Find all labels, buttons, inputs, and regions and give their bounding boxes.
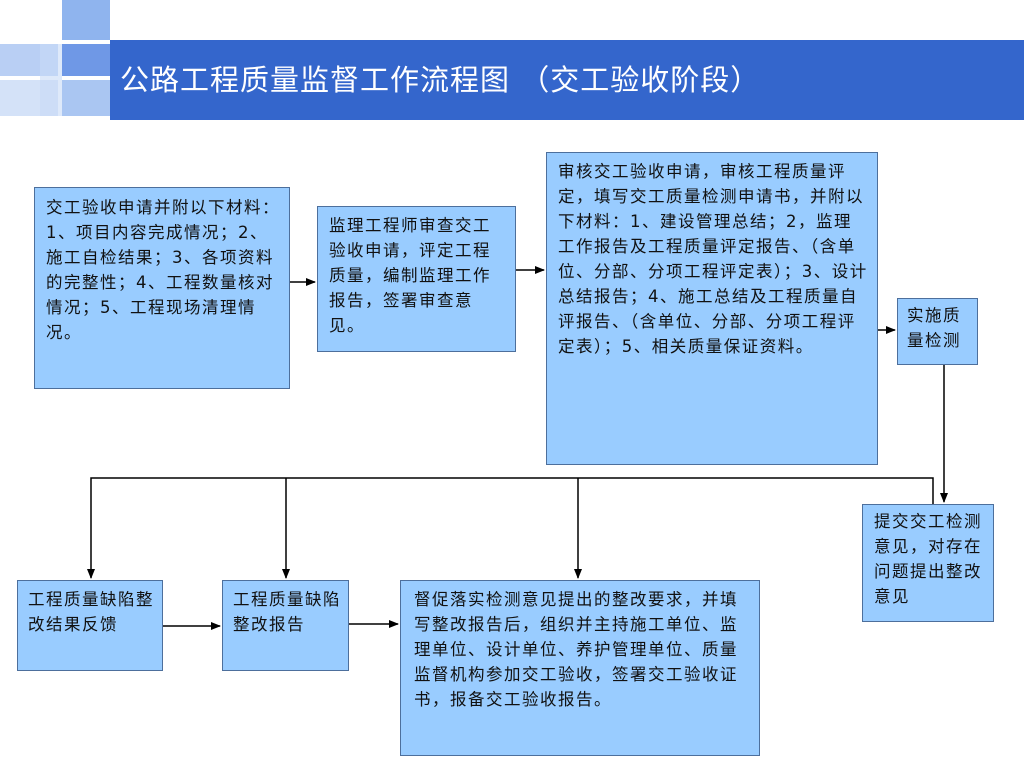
page-title: 公路工程质量监督工作流程图 （交工验收阶段） (120, 63, 761, 97)
step-acceptance-box: 督促落实检测意见提出的整改要求，并填写整改报告后，组织并主持施工单位、监理单位、… (400, 580, 760, 756)
step-audit-box: 审核交工验收申请，审核工程质量评定，填写交工质量检测申请书，并附以下材料：1、建… (546, 152, 878, 465)
decor-square (62, 0, 110, 40)
title-bar (110, 40, 1024, 120)
step-submit-opinion-box: 提交交工检测意见，对存在问题提出整改意见 (862, 504, 994, 622)
step-rectification-feedback-box: 工程质量缺陷整改结果反馈 (17, 580, 163, 671)
step-inspection-box: 实施质量检测 (897, 298, 978, 365)
step-rectification-report-box: 工程质量缺陷整改报告 (222, 580, 349, 671)
decor-square (62, 44, 110, 76)
step-supervisor-review-box: 监理工程师审查交工验收申请，评定工程质量，编制监理工作报告，签署审查意见。 (317, 206, 516, 352)
connector-submit-branch (87, 477, 934, 579)
decor-square (62, 80, 110, 116)
step-apply-box: 交工验收申请并附以下材料：1、项目内容完成情况；2、施工自检结果；3、各项资料的… (34, 187, 290, 389)
decor-square (40, 44, 62, 116)
